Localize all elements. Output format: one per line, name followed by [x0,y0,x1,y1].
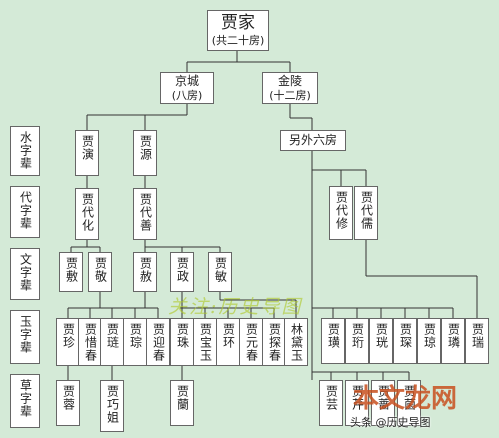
branch-node-jingcheng: 京城 (八房) [160,72,214,104]
person-node: 贾源 [133,130,157,176]
branch-note: (十二房) [269,89,311,102]
person-node: 贾代善 [133,188,157,240]
person-node: 贾巧姐 [100,380,124,432]
branch-note: (八房) [171,89,203,102]
generation-label: 草字辈 [10,374,40,428]
generation-label: 玉字辈 [10,310,40,364]
person-node: 贾代修 [329,186,353,240]
person-node: 林黛玉 [284,318,308,366]
branch-name: 京城 [174,74,199,88]
person-node: 贾琏 [100,318,124,366]
person-node: 贾敬 [88,252,112,292]
person-node: 贾菌 [397,380,421,426]
person-node: 贾政 [170,252,194,292]
person-node: 贾赦 [133,252,157,292]
person-node: 贾代化 [75,188,99,240]
person-node: 贾芹 [345,380,369,426]
person-node: 贾琮 [123,318,147,366]
branch-name: 金陵 [277,74,302,88]
person-node: 贾迎春 [146,318,170,366]
root-node: 贾家 (共二十房) [207,10,269,51]
person-node: 贾璜 [321,318,345,364]
person-node: 贾宝玉 [193,318,217,366]
person-node: 贾敷 [59,252,83,292]
generation-label: 水字辈 [10,126,40,176]
person-node: 贾探春 [262,318,286,366]
person-node: 贾环 [216,318,240,366]
root-name: 贾家 [221,13,255,33]
person-node: 贾惜春 [78,318,102,366]
person-node: 贾瑞 [465,318,489,364]
person-node: 贾代儒 [354,186,378,240]
person-node: 贾珠 [170,318,194,366]
person-node: 贾元春 [239,318,263,366]
person-node: 贾珩 [345,318,369,364]
person-node: 贾琛 [393,318,417,364]
person-node: 贾蔷 [371,380,395,426]
generation-label: 代字辈 [10,186,40,238]
person-node: 贾蓉 [56,380,80,426]
generation-label: 文字辈 [10,248,40,300]
person-node: 贾蘭 [170,380,194,426]
person-node: 贾珖 [369,318,393,364]
branch-node-other-six: 另外六房 [280,130,346,151]
person-node: 贾敏 [208,252,232,292]
person-node: 贾珍 [56,318,80,366]
person-node: 贾璘 [441,318,465,364]
person-node: 贾演 [75,130,99,176]
root-note: (共二十房) [211,34,265,47]
branch-node-jinling: 金陵 (十二房) [262,72,318,104]
person-node: 贾芸 [319,380,343,426]
person-node: 贾琼 [417,318,441,364]
